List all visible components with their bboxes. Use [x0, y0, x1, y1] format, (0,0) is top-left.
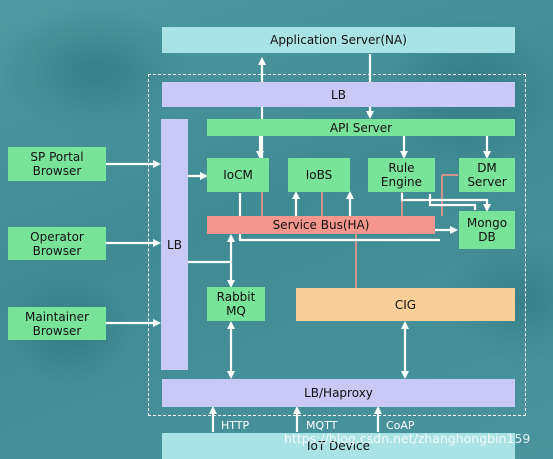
lb-left-node: LB	[161, 119, 188, 370]
mongo-db-label: Mongo DB	[466, 216, 508, 244]
rule-engine-label: Rule Engine	[380, 161, 423, 189]
iot-device-label: IoT Device	[306, 439, 371, 453]
application-server-node: Application Server(NA)	[162, 27, 515, 53]
sp-portal-browser-node: SP Portal Browser	[8, 147, 106, 181]
rabbit-mq-node: Rabbit MQ	[207, 287, 265, 321]
lb-top-node: LB	[162, 82, 515, 107]
watermark-text: https://blog.csdn.net/zhanghongbin159	[284, 431, 531, 446]
service-bus-node: Service Bus(HA)	[207, 216, 435, 234]
iot-device-node: IoT Device	[162, 433, 515, 459]
sp-portal-browser-label: SP Portal Browser	[30, 150, 84, 178]
rabbit-mq-label: Rabbit MQ	[216, 290, 256, 318]
lb-haproxy-label: LB/Haproxy	[304, 386, 373, 400]
operator-browser-label: Operator Browser	[30, 229, 84, 258]
lb-top-label: LB	[331, 87, 346, 102]
platform-boundary	[148, 74, 526, 416]
protocol-mqtt-label: MQTT	[306, 419, 338, 432]
api-server-label: API Server	[329, 120, 393, 135]
maintainer-browser-label: Maintainer Browser	[25, 309, 89, 338]
service-bus-label: Service Bus(HA)	[272, 218, 370, 232]
service-bus-links	[261, 174, 458, 289]
rule-engine-node: Rule Engine	[368, 158, 435, 192]
protocol-http-label: HTTP	[221, 419, 250, 432]
iocm-label: IoCM	[223, 168, 253, 182]
mongo-db-node: Mongo DB	[459, 211, 515, 249]
dm-server-node: DM Server	[459, 158, 515, 192]
maintainer-browser-node: Maintainer Browser	[8, 307, 106, 340]
iocm-node: IoCM	[207, 158, 269, 192]
iobs-node: IoBS	[288, 158, 350, 192]
lb-haproxy-node: LB/Haproxy	[162, 379, 515, 407]
iobs-label: IoBS	[305, 168, 333, 182]
application-server-label: Application Server(NA)	[270, 33, 407, 47]
protocol-coap-label: CoAP	[386, 419, 415, 432]
dm-server-label: DM Server	[467, 161, 507, 189]
operator-browser-node: Operator Browser	[8, 227, 106, 260]
api-server-node: API Server	[207, 119, 515, 136]
lb-left-label: LB	[167, 237, 182, 252]
cig-label: CIG	[394, 297, 417, 312]
cig-node: CIG	[296, 288, 515, 321]
